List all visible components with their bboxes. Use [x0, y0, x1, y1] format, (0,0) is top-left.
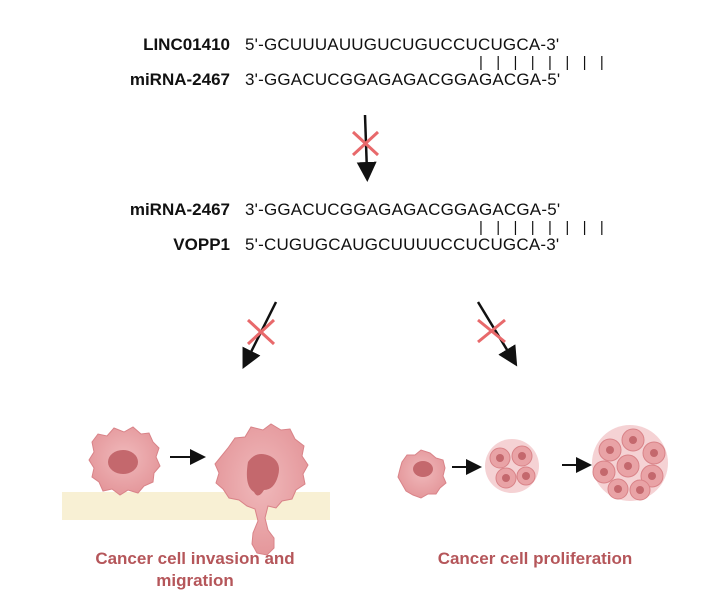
base-pairing-lines-bottom: | | | | | | | |: [479, 219, 609, 236]
base-pairing-lines-top: | | | | | | | |: [479, 54, 609, 71]
proliferation-illustration: [397, 425, 668, 501]
inhibition-arrow-right: [476, 301, 518, 367]
vopp1-sequence: 5'-CUGUGCAUGCUUUUCCUCUGCA-3': [245, 235, 560, 254]
vopp1-label: VOPP1: [173, 235, 230, 254]
lincrna-label: LINC01410: [143, 35, 230, 54]
inhibition-arrow-center: [351, 114, 380, 182]
lincrna-sequence: 5'-GCUUUAUUGUCUGUCCUCUGCA-3': [245, 35, 560, 54]
cross-icon: [351, 130, 380, 157]
cancer-cell-icon: [88, 426, 161, 496]
cell-cluster-large-icon: [592, 425, 668, 501]
caption-proliferation: Cancer cell proliferation: [437, 549, 633, 568]
mirna-label-top: miRNA-2467: [129, 70, 230, 89]
cross-icon: [246, 318, 276, 346]
cell-cluster-small-icon: [485, 439, 539, 493]
cross-icon: [477, 318, 506, 344]
cancer-cell-icon: [397, 449, 447, 499]
invasion-illustration: [62, 423, 330, 556]
inhibition-arrow-left: [242, 301, 278, 369]
mirna-label-bottom: miRNA-2467: [129, 200, 230, 219]
mirna-sequence-bottom: 3'-GGACUCGGAGAGACGGAGACGA-5': [245, 200, 561, 219]
caption-invasion: Cancer cell invasion and migration: [95, 549, 295, 590]
invading-cell-icon: [214, 423, 309, 556]
mirna-sequence-top: 3'-GGACUCGGAGAGACGGAGACGA-5': [245, 70, 561, 89]
